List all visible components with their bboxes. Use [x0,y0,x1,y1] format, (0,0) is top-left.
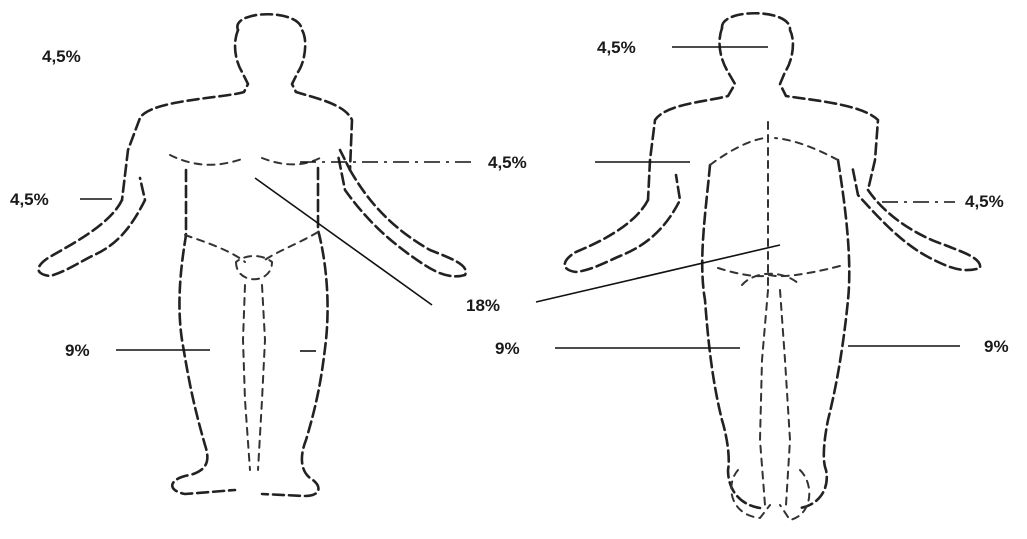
label-back-leg-right: 9% [984,337,1009,356]
back-body-outline [565,13,980,520]
label-center-arm: 4,5% [488,153,527,172]
label-front-leg: 9% [65,341,90,360]
label-back-head: 4,5% [597,38,636,57]
percentage-labels: 4,5% 4,5% 9% 4,5% 4,5% 4,5% 18% 9% 9% [10,38,1009,360]
label-front-head: 4,5% [42,47,81,66]
leader-trunk-front [255,178,432,305]
label-front-arm: 4,5% [10,190,49,209]
label-back-arm: 4,5% [965,192,1004,211]
leader-lines [80,47,960,351]
label-back-leg-left: 9% [495,339,520,358]
front-body-outline [39,14,466,496]
label-trunk: 18% [466,296,500,315]
